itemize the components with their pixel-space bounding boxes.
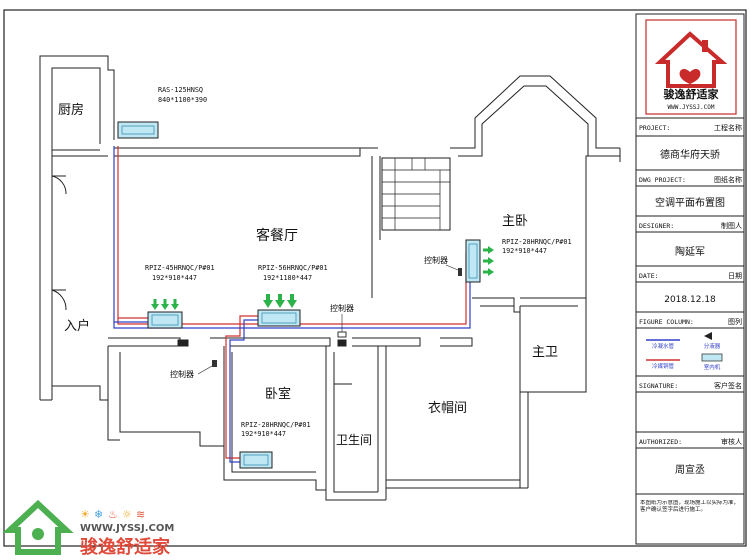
brand-logo-url: WWW.JYSSJ.COM (668, 104, 715, 111)
date-cn: 日期 (728, 272, 742, 280)
master-size: 192*910*447 (502, 247, 547, 255)
indoor-unit-bedroom (239, 451, 273, 469)
room-living-dining: 客餐厅 (256, 227, 298, 244)
watermark: ☀ ❄ ♨ ☼ ≋ WWW.JYSSJ.COM 骏逸舒适家 (2, 499, 174, 558)
project-label: PROJECT: (639, 124, 670, 132)
living-left-size: 192*910*447 (152, 274, 197, 282)
signature-label: SIGNATURE: (639, 382, 678, 390)
auth-cn: 审核人 (721, 437, 742, 446)
room-entry: 入户 (64, 318, 90, 334)
bedroom-model: RPIZ-28HRNQC/P#01 (241, 421, 311, 429)
controller-label-master: 控制器 (424, 255, 448, 265)
dwg-value: 空调平面布置图 (655, 196, 725, 209)
date-label: DATE: (639, 272, 659, 280)
note-text: 本图纸为示意图，现场施工以实际为准，客户确认签字后进行施工。 (640, 500, 740, 513)
watermark-weather-icons: ☀ ❄ ♨ ☼ ≋ (80, 508, 145, 521)
drawing-frame (3, 9, 747, 547)
controller-markers (212, 268, 462, 367)
condensate-pipe-blue (113, 146, 471, 463)
designer-value: 陶延军 (675, 245, 705, 258)
outdoor-unit-model: RAS-125HNSQ (158, 86, 203, 94)
indoor-unit-master (465, 239, 481, 283)
walls (39, 55, 621, 501)
legend-indoor-unit: 室内机 (704, 363, 721, 371)
legend-distributor: 分液器 (704, 342, 721, 350)
svg-text:≋: ≋ (136, 508, 145, 521)
date-value: 2018.12.18 (664, 295, 716, 305)
watermark-brand: 骏逸舒适家 (80, 536, 171, 558)
dwg-cn: 图纸名称 (714, 175, 742, 184)
controller-label-living: 控制器 (330, 303, 354, 313)
signature-cn: 客户签名 (714, 381, 742, 390)
legend-refrigerant: 冷媒铜管 (652, 362, 675, 370)
svg-text:☀: ☀ (80, 508, 90, 521)
watermark-url: WWW.JYSSJ.COM (80, 523, 174, 534)
note-box: 本图纸为示意图，现场施工以实际为准，客户确认签字后进行施工。 (640, 500, 740, 513)
project-value: 德商华府天骄 (660, 148, 720, 161)
svg-text:♨: ♨ (108, 508, 118, 521)
legend: 冷凝水管 分液器 冷媒铜管 室内机 (646, 332, 723, 371)
legend-label: FIGURE COLUMN: (639, 318, 694, 326)
airflow-arrows (151, 246, 494, 310)
distributor-icon (704, 332, 712, 340)
auth-label: AUTHORIZED: (639, 438, 682, 446)
svg-text:☼: ☼ (122, 508, 132, 521)
outdoor-unit-size: 840*1100*390 (158, 96, 207, 104)
room-master-bedroom: 主卧 (502, 214, 528, 229)
designer-cn: 制图人 (721, 221, 742, 230)
auth-value: 周宣丞 (675, 463, 705, 476)
living-left-model: RPIZ-45HRNQC/P#01 (145, 264, 215, 272)
legend-cn: 图列 (728, 317, 742, 326)
watermark-house-icon (2, 499, 74, 555)
living-right-model: RPIZ-56HRNQC/P#01 (258, 264, 328, 272)
svg-text:❄: ❄ (94, 508, 103, 521)
room-bedroom: 卧室 (265, 386, 291, 402)
title-block (635, 13, 745, 545)
dwg-label: DWG PROJECT: (639, 176, 686, 184)
room-master-bath: 主卫 (532, 345, 558, 360)
brand-logo-text: 骏逸舒适家 (664, 87, 720, 101)
controller-label-bedroom: 控制器 (170, 369, 194, 379)
indoor-unit-icon (701, 353, 723, 362)
indoor-unit-living-right (257, 309, 301, 327)
outdoor-unit (117, 121, 159, 139)
room-bathroom: 卫生间 (336, 433, 372, 447)
bedroom-size: 192*910*447 (241, 430, 286, 438)
legend-cold-water: 冷凝水管 (652, 342, 675, 350)
indoor-unit-living-left (147, 311, 183, 329)
master-model: RPIZ-28HRNQC/P#01 (502, 238, 572, 246)
living-right-size: 192*1180*447 (263, 274, 312, 282)
brand-logo-icon (645, 19, 737, 115)
project-cn: 工程名称 (714, 123, 742, 132)
designer-label: DESIGNER: (639, 222, 674, 230)
room-cloakroom: 衣帽间 (428, 400, 467, 416)
room-kitchen: 厨房 (58, 102, 84, 118)
